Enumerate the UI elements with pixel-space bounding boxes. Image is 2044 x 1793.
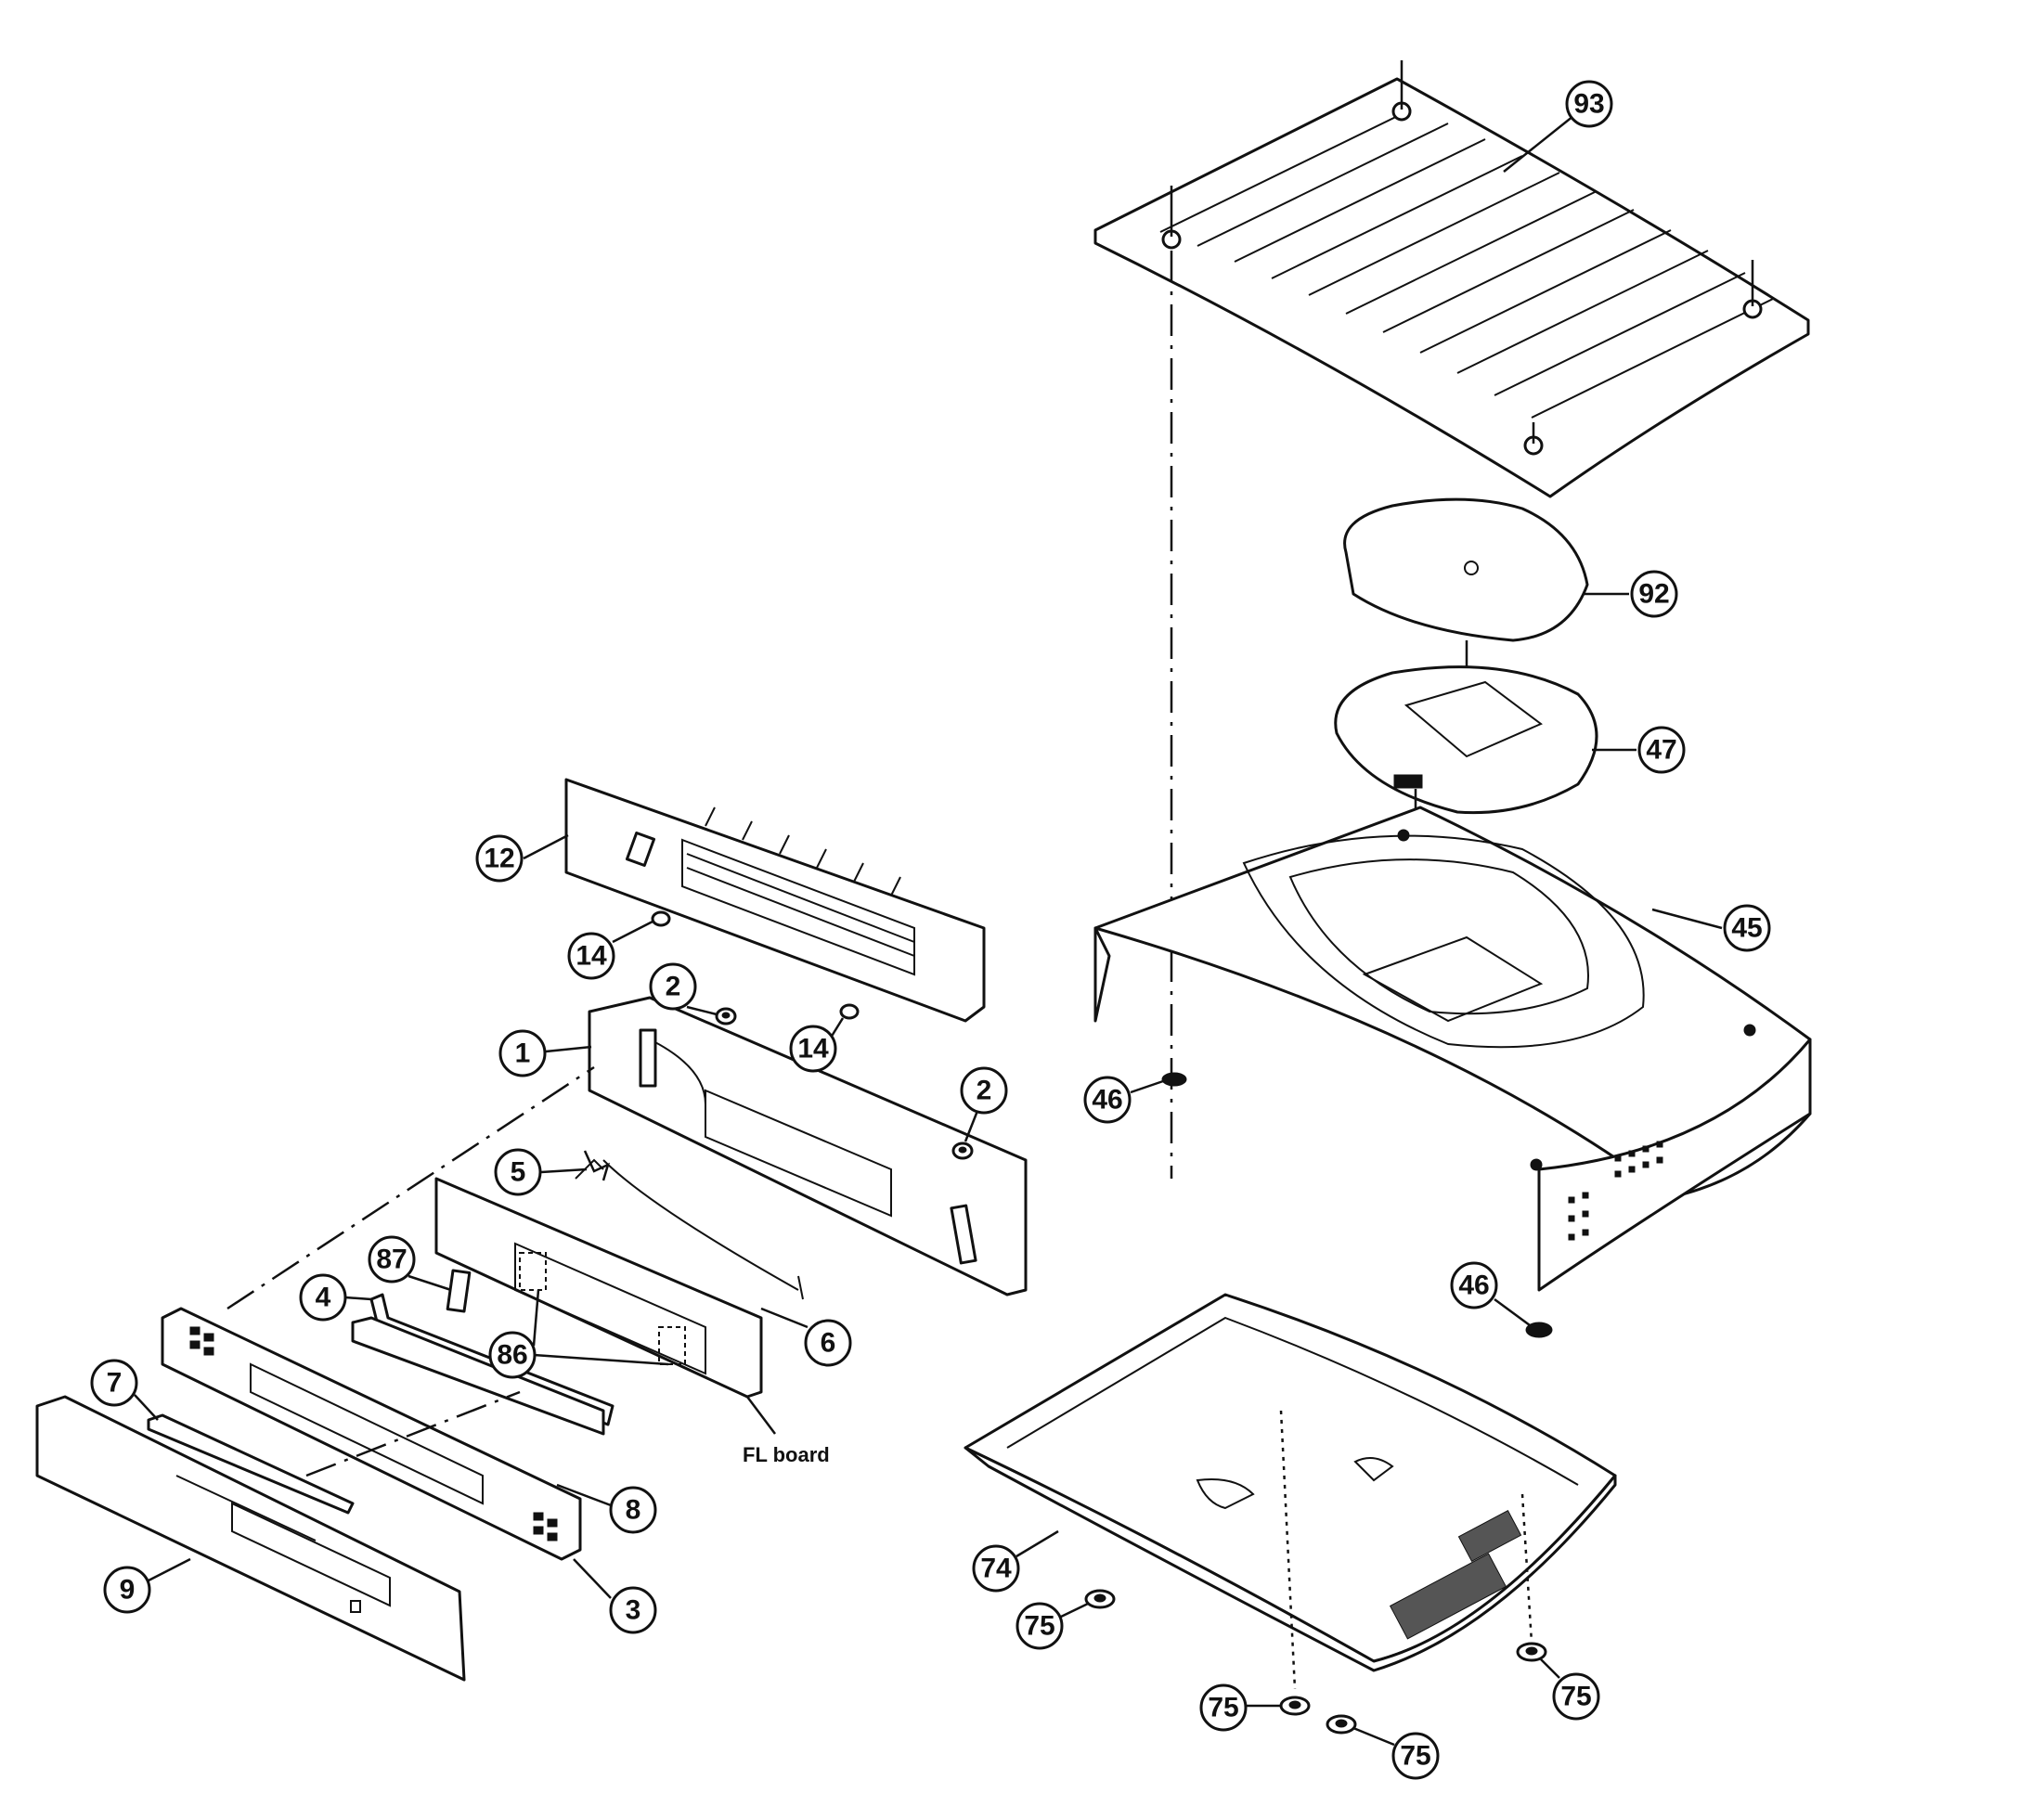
callout-2-top: 2 xyxy=(649,962,718,1016)
callout-87: 87 xyxy=(368,1235,452,1292)
chassis-cover xyxy=(1093,806,1812,1292)
gasket-7 xyxy=(147,1413,355,1515)
svg-text:5: 5 xyxy=(511,1157,526,1188)
svg-text:3: 3 xyxy=(626,1595,641,1626)
svg-text:75: 75 xyxy=(1560,1682,1591,1712)
spring-5 xyxy=(583,1150,610,1181)
callout-45: 45 xyxy=(1651,904,1771,952)
callout-4: 4 xyxy=(299,1273,372,1322)
bottom-chassis xyxy=(964,1293,1617,1690)
callout-75-a: 75 xyxy=(1016,1602,1089,1650)
callout-46-left: 46 xyxy=(1083,1076,1164,1124)
svg-text:47: 47 xyxy=(1646,735,1676,766)
wire-6 xyxy=(602,1159,799,1291)
svg-text:87: 87 xyxy=(376,1245,407,1275)
callout-75-d: 75 xyxy=(1540,1658,1600,1721)
display-filter-8 xyxy=(351,1316,605,1436)
foot-75-b xyxy=(1279,1696,1311,1716)
svg-text:1: 1 xyxy=(515,1038,531,1069)
callout-12: 12 xyxy=(475,833,569,883)
svg-text:75: 75 xyxy=(1024,1611,1054,1642)
callout-93: 93 xyxy=(1503,80,1613,173)
svg-text:46: 46 xyxy=(1092,1085,1122,1116)
callout-75-b: 75 xyxy=(1199,1683,1281,1732)
foot-46-left xyxy=(1161,1072,1187,1087)
svg-text:75: 75 xyxy=(1400,1741,1430,1772)
front-window xyxy=(35,1395,466,1682)
svg-text:2: 2 xyxy=(666,972,681,1002)
callout-75-c: 75 xyxy=(1352,1726,1440,1780)
svg-text:8: 8 xyxy=(626,1495,641,1526)
svg-text:75: 75 xyxy=(1208,1693,1238,1723)
fl-board xyxy=(434,1158,763,1399)
callout-3: 3 xyxy=(573,1558,657,1634)
foot-75-d xyxy=(1516,1642,1547,1662)
svg-text:6: 6 xyxy=(821,1328,836,1359)
svg-text:12: 12 xyxy=(484,844,514,874)
screw-14-left xyxy=(651,910,671,927)
front-bezel xyxy=(588,996,1028,1296)
svg-text:4: 4 xyxy=(316,1283,331,1313)
foot-75-c xyxy=(1326,1714,1357,1735)
callout-47: 47 xyxy=(1592,726,1686,774)
callout-1: 1 xyxy=(498,1029,592,1077)
svg-text:46: 46 xyxy=(1458,1271,1489,1301)
svg-text:7: 7 xyxy=(107,1368,123,1399)
callout-7: 7 xyxy=(90,1359,159,1421)
callout-5: 5 xyxy=(494,1148,588,1196)
connector-87 xyxy=(446,1269,472,1313)
fl-board-label: FL board xyxy=(743,1443,830,1466)
svg-text:74: 74 xyxy=(980,1554,1012,1584)
svg-text:14: 14 xyxy=(576,941,607,972)
callout-14-right: 14 xyxy=(789,1017,845,1073)
callout-2-right: 2 xyxy=(960,1066,1008,1142)
display-panel xyxy=(161,1307,582,1561)
foot-75-a xyxy=(1084,1589,1116,1609)
callout-8: 8 xyxy=(556,1483,657,1534)
svg-text:2: 2 xyxy=(977,1076,992,1106)
nut-2-right xyxy=(951,1142,974,1160)
callout-92: 92 xyxy=(1583,570,1678,618)
top-cover-panel xyxy=(1093,60,1810,498)
callout-6: 6 xyxy=(760,1307,852,1367)
svg-text:45: 45 xyxy=(1731,913,1762,944)
rear-bracket xyxy=(564,778,986,1023)
callout-9: 9 xyxy=(103,1557,191,1614)
callout-14-left: 14 xyxy=(567,920,653,980)
callout-46-right: 46 xyxy=(1450,1261,1531,1327)
svg-text:14: 14 xyxy=(797,1034,829,1064)
svg-text:86: 86 xyxy=(497,1340,527,1371)
svg-text:92: 92 xyxy=(1638,579,1669,610)
foot-46-right xyxy=(1525,1322,1553,1338)
svg-text:9: 9 xyxy=(120,1575,136,1606)
disc-tray-lid xyxy=(1343,497,1589,733)
svg-text:93: 93 xyxy=(1573,89,1604,120)
nut-2-left xyxy=(715,1007,737,1025)
callout-86: 86 xyxy=(488,1289,669,1379)
callout-74: 74 xyxy=(972,1529,1059,1593)
screw-14-right xyxy=(839,1003,860,1020)
